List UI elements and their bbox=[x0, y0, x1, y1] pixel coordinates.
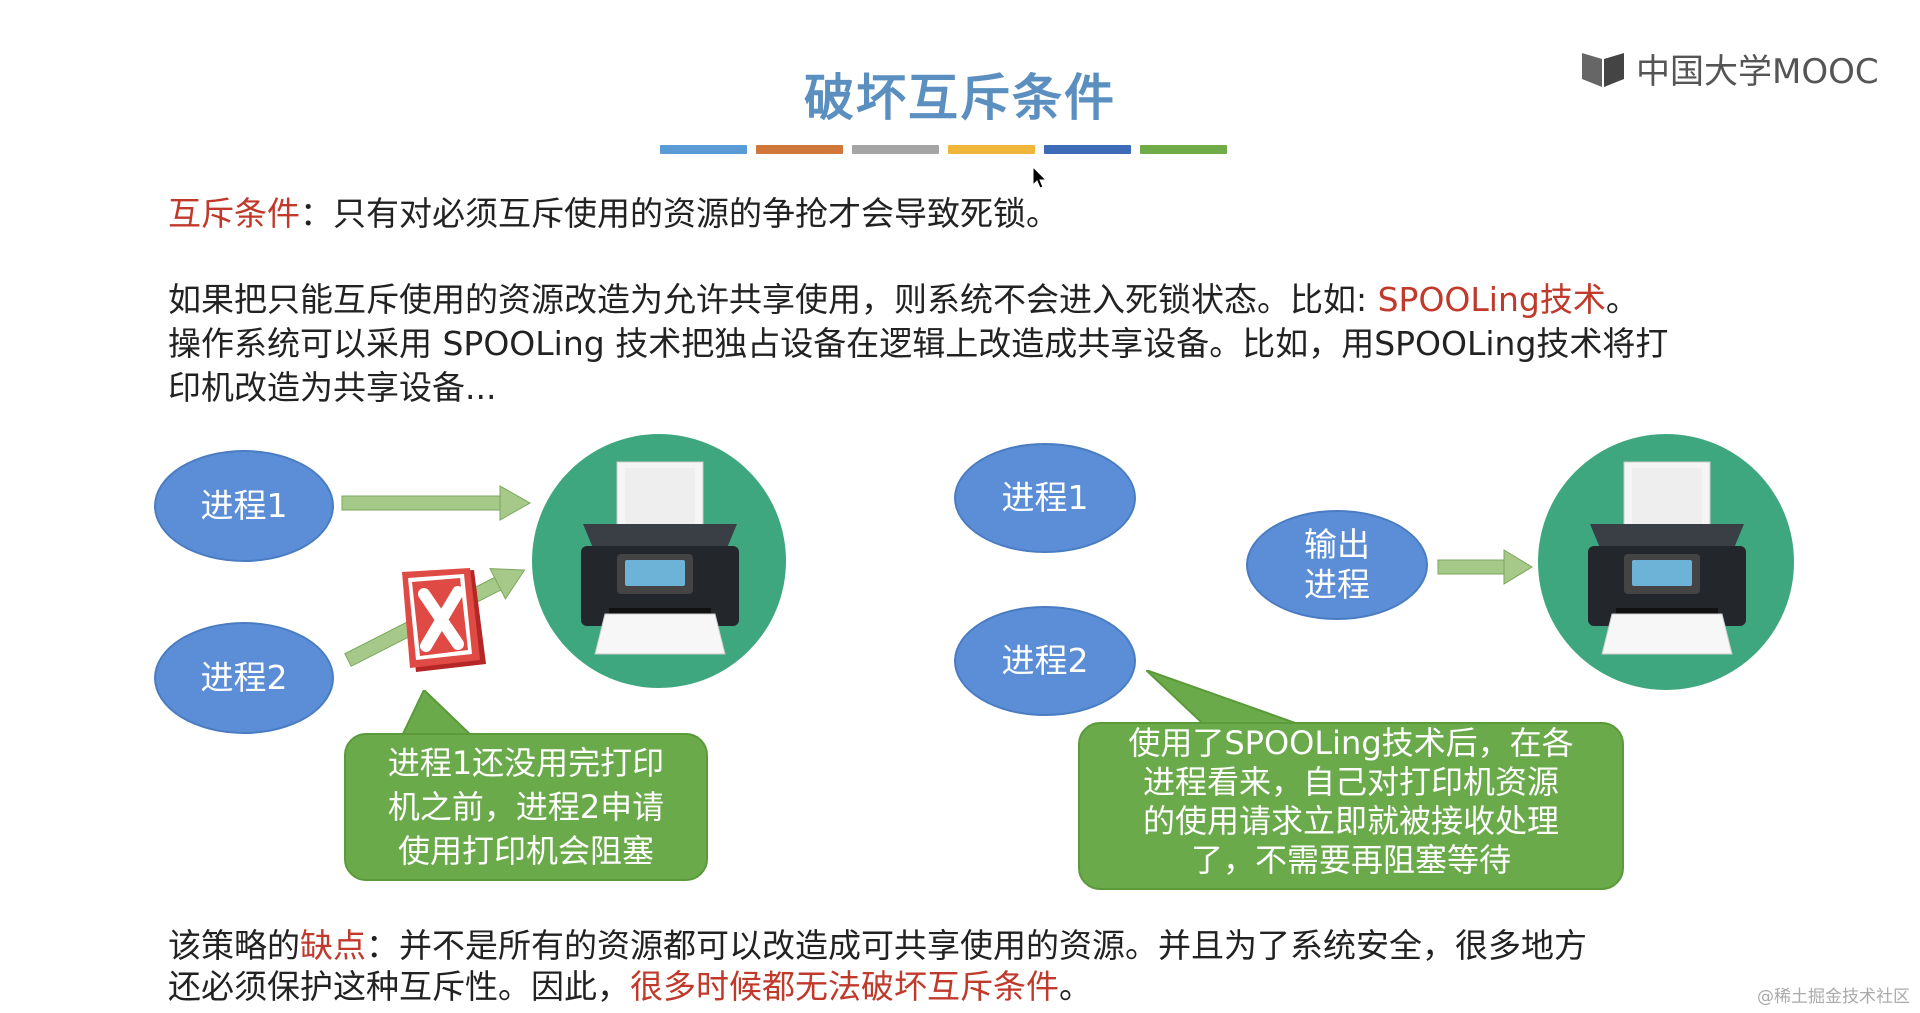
right-bubble-line-4: 了，不需要再阻塞等待 bbox=[1190, 841, 1511, 879]
left-bubble-line-2: 机之前，进程2申请 bbox=[387, 788, 665, 826]
left-bubble-line-3: 使用打印机会阻塞 bbox=[397, 832, 654, 870]
right-speech-bubble: 使用了SPOOLing技术后，在各 进程看来，自己对打印机资源 的使用请求立即就… bbox=[1078, 722, 1624, 890]
spooling-highlight: SPOOLing技术 bbox=[1377, 280, 1606, 319]
color-bar-2 bbox=[756, 145, 843, 154]
right-bubble-line-3: 的使用请求立即就被接收处理 bbox=[1142, 802, 1559, 840]
paragraph-line-3: 印机改造为共享设备... bbox=[168, 368, 497, 407]
paragraph-line-2: 操作系统可以采用 SPOOLing 技术把独占设备在逻辑上改造成共享设备。比如，… bbox=[168, 324, 1669, 363]
arrow-output-to-printer bbox=[1437, 549, 1533, 585]
mutex-condition-line: 互斥条件：只有对必须互斥使用的资源的争抢才会导致死锁。 bbox=[168, 192, 1059, 236]
output-process-line-2: 进程 bbox=[1304, 565, 1370, 604]
color-bar-4 bbox=[948, 145, 1035, 154]
color-bar-1 bbox=[660, 145, 747, 154]
title-color-bars bbox=[660, 145, 1227, 154]
paragraph-line-1: 如果把只能互斥使用的资源改造为允许共享使用，则系统不会进入死锁状态。比如: SP… bbox=[168, 278, 1639, 322]
conclusion-highlight: 很多时候都无法破坏互斥条件 bbox=[630, 967, 1059, 1006]
left-process1-ellipse: 进程1 bbox=[154, 450, 334, 562]
left-bubble-tail bbox=[400, 690, 478, 740]
footer-line-1-pre: 该策略的 bbox=[168, 926, 300, 965]
right-bubble-tail bbox=[1146, 670, 1333, 736]
printer-icon bbox=[1588, 461, 1746, 655]
cursor-icon bbox=[1032, 166, 1048, 189]
printer-icon bbox=[581, 461, 739, 655]
drawback-highlight: 缺点 bbox=[300, 926, 366, 965]
footer-line-1-post: ：并不是所有的资源都可以改造成可共享使用的资源。并且为了系统安全，很多地方 bbox=[366, 926, 1587, 965]
watermark: @稀土掘金技术社区 bbox=[1757, 987, 1910, 1007]
left-bubble-line-1: 进程1还没用完打印 bbox=[387, 744, 665, 782]
paragraph-line-1-text: 如果把只能互斥使用的资源改造为允许共享使用，则系统不会进入死锁状态。比如: bbox=[168, 280, 1378, 319]
paragraph-line-1-end: 。 bbox=[1605, 280, 1639, 319]
right-bubble-line-2: 进程看来，自己对打印机资源 bbox=[1142, 763, 1559, 801]
logo-text: 中国大学MOOC bbox=[1636, 52, 1879, 92]
left-process2-ellipse: 进程2 bbox=[154, 622, 334, 734]
color-bar-3 bbox=[852, 145, 939, 154]
color-bar-5 bbox=[1044, 145, 1131, 154]
mutex-condition-label: 互斥条件 bbox=[168, 194, 300, 233]
color-bar-6 bbox=[1140, 145, 1227, 154]
mutex-condition-text: ：只有对必须互斥使用的资源的争抢才会导致死锁。 bbox=[300, 194, 1059, 233]
error-x-icon bbox=[402, 568, 486, 672]
right-process2-ellipse: 进程2 bbox=[954, 606, 1136, 716]
slide-title: 破坏互斥条件 bbox=[804, 69, 1116, 127]
footer-line-1: 该策略的缺点：并不是所有的资源都可以改造成可共享使用的资源。并且为了系统安全，很… bbox=[168, 924, 1587, 968]
left-speech-bubble: 进程1还没用完打印 机之前，进程2申请 使用打印机会阻塞 bbox=[344, 733, 708, 881]
footer-line-2-pre: 还必须保护这种互斥性。因此， bbox=[168, 967, 630, 1006]
output-process-ellipse: 输出 进程 bbox=[1246, 510, 1428, 620]
mooc-logo: 中国大学MOOC bbox=[1580, 44, 1879, 93]
output-process-line-1: 输出 bbox=[1304, 525, 1370, 564]
right-process1-ellipse: 进程1 bbox=[954, 443, 1136, 553]
mooc-logo-icon bbox=[1582, 52, 1624, 87]
arrow-process1-to-printer bbox=[341, 485, 532, 521]
right-bubble-line-1: 使用了SPOOLing技术后，在各 bbox=[1128, 724, 1574, 762]
footer-line-2: 还必须保护这种互斥性。因此，很多时候都无法破坏互斥条件。 bbox=[168, 965, 1092, 1009]
footer-line-2-post: 。 bbox=[1059, 967, 1092, 1006]
